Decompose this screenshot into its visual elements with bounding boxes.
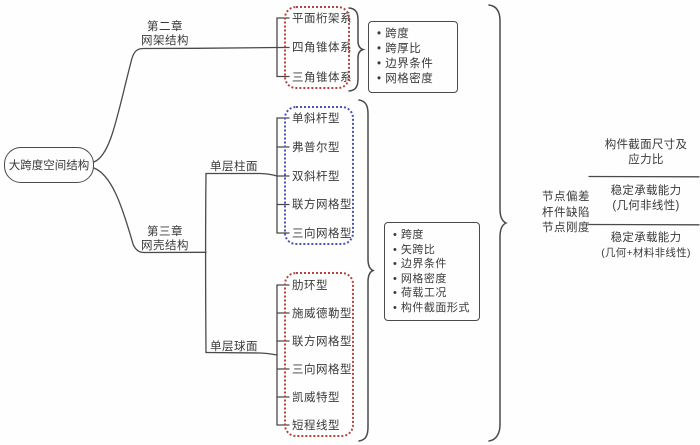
- shell-type-item: 短程线型: [292, 420, 340, 432]
- cylindrical-node: 单层柱面: [210, 161, 258, 173]
- output-row-line: 稳定承载能力: [610, 232, 682, 244]
- shell-type-item: 肋环型: [292, 280, 328, 292]
- factor-item: 跨厚比: [377, 42, 449, 57]
- shell-type-item: 三向网格型: [292, 228, 352, 240]
- chapter3-title: 第三章 网壳结构: [134, 226, 196, 253]
- imperfection-item: 节点偏差: [542, 191, 590, 203]
- grid-type-item: 平面桁架系: [292, 13, 352, 25]
- factor-item: 矢跨比: [393, 243, 471, 258]
- shell-type-item: 弗普尔型: [292, 142, 340, 154]
- chapter3-title-line2: 网壳结构: [141, 239, 189, 252]
- brace-outer-icon: [488, 4, 508, 442]
- chapter2-title: 第二章 网架结构: [134, 21, 196, 48]
- shell-type-item: 三向网格型: [292, 364, 352, 376]
- shell-type-item: 联方网格型: [292, 336, 352, 348]
- brace-ch3-icon: [358, 99, 375, 442]
- factor-item: 边界条件: [393, 257, 471, 272]
- cylindrical-group-box: [284, 106, 354, 245]
- shell-type-item: 凯威特型: [292, 392, 340, 404]
- spherical-group-box: [284, 272, 354, 437]
- factor-item: 跨度: [377, 27, 449, 42]
- connector-ch3: [93, 167, 207, 254]
- output-row-geometric: 稳定承载能力 (几何非线性): [592, 184, 700, 214]
- output-row-line: 稳定承载能力: [610, 185, 682, 197]
- root-node: 大跨度空间结构: [4, 147, 94, 183]
- output-row-geometric-material: 稳定承载能力 (几何+材料非线性): [592, 231, 700, 261]
- shell-type-item: 双斜杆型: [292, 171, 340, 183]
- factor-item: 构件截面形式: [393, 301, 471, 316]
- spherical-node: 单层球面: [210, 341, 258, 353]
- grid-types-group-box: [284, 6, 350, 89]
- chapter2-title-line1: 第二章: [147, 21, 183, 33]
- factor-item: 荷载工况: [393, 286, 471, 301]
- chapter2-title-line2: 网架结构: [141, 34, 189, 47]
- output-row-line: 应力比: [628, 154, 664, 166]
- shell-factors-box: 跨度 矢跨比 边界条件 网格密度 荷载工况 构件截面形式: [384, 222, 480, 321]
- factor-item: 网格密度: [377, 72, 449, 87]
- chapter3-title-line1: 第三章: [147, 226, 183, 238]
- output-row-line: 构件截面尺寸及: [604, 139, 688, 151]
- imperfection-list: 节点偏差 杆件缺陷 节点刚度: [536, 190, 596, 237]
- imperfection-item: 杆件缺陷: [542, 206, 590, 219]
- factor-item: 边界条件: [377, 57, 449, 72]
- factor-item: 跨度: [393, 228, 471, 243]
- shell-type-item: 单斜杆型: [292, 113, 340, 125]
- shell-type-item: 联方网格型: [292, 199, 352, 211]
- output-row-line: (几何非线性): [612, 200, 680, 212]
- root-label: 大跨度空间结构: [8, 160, 90, 172]
- imperfection-item: 节点刚度: [542, 222, 590, 234]
- output-row-line: (几何+材料非线性): [601, 247, 691, 259]
- brace-ch2-icon: [348, 7, 366, 92]
- factor-item: 网格密度: [393, 272, 471, 287]
- connector-sph: [205, 351, 278, 356]
- connector-cyl: [205, 172, 278, 177]
- grid-type-item: 四角锥体系: [292, 42, 352, 54]
- grid-type-item: 三角锥体系: [292, 72, 352, 84]
- shell-type-item: 施威德勒型: [292, 308, 352, 320]
- connector-ch2: [93, 46, 278, 163]
- grid-factors-box: 跨度 跨厚比 边界条件 网格密度: [368, 21, 458, 93]
- output-row-section: 构件截面尺寸及 应力比: [592, 138, 700, 168]
